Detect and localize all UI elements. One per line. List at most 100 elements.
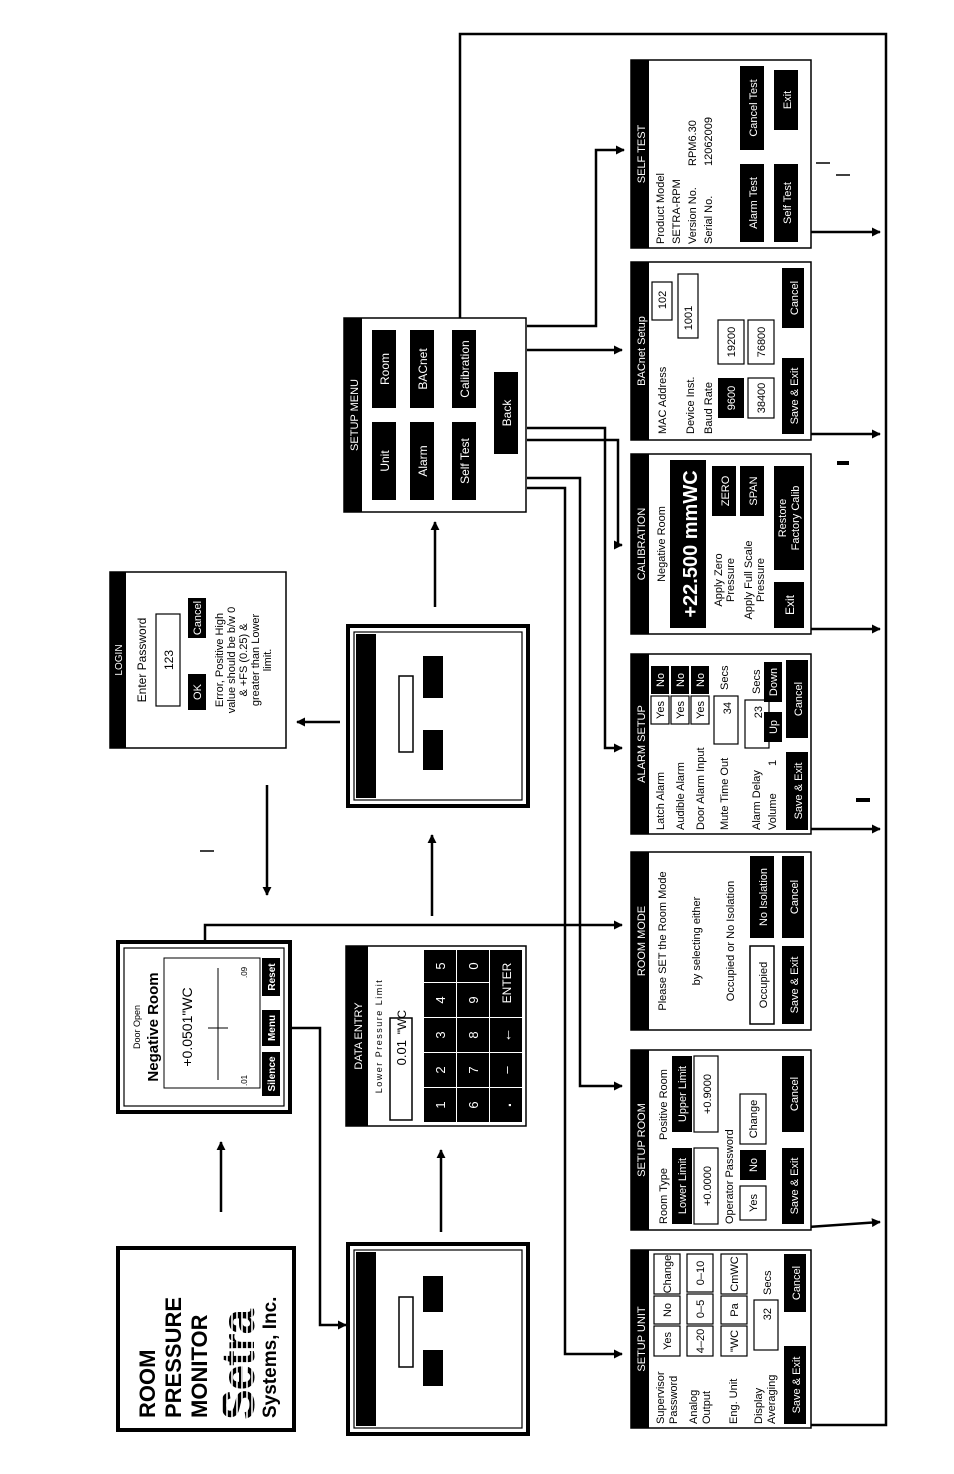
baud-76800-label: 76800 (756, 327, 768, 358)
baud-38400-option[interactable] (747, 377, 775, 419)
alarm-save-exit-button[interactable]: Save & Exit (786, 752, 808, 830)
mute-time-field[interactable] (713, 695, 739, 745)
room-cancel-button[interactable]: Cancel (782, 1056, 804, 1132)
door-status: Door Open (132, 1005, 142, 1049)
key-0[interactable] (457, 950, 489, 982)
key-3[interactable] (424, 1018, 456, 1052)
baud-76800-option[interactable] (747, 319, 775, 365)
no-isolation-button[interactable]: No Isolation (750, 856, 774, 938)
self-test-button[interactable]: Self Test (452, 422, 476, 500)
alarm-cancel-button[interactable]: Cancel (786, 660, 808, 738)
baud-38400-label: 38400 (756, 383, 768, 414)
key-0-label: 0 (466, 962, 481, 969)
audible-no-option[interactable]: No (671, 666, 689, 694)
volume-down-button[interactable]: Down (764, 662, 782, 702)
lower-limit-button[interactable]: Lower Limit (672, 1148, 692, 1224)
bacnet-save-exit-button[interactable]: Save & Exit (782, 358, 804, 434)
device-inst-field[interactable] (677, 273, 699, 339)
door-no-option[interactable]: No (691, 666, 709, 694)
calibration-button[interactable]: Calibration (452, 330, 476, 408)
scale-min: .01 (240, 1074, 249, 1086)
upper-limit-button[interactable]: Upper Limit (672, 1056, 692, 1132)
analog-0-10-option[interactable] (686, 1253, 714, 1293)
analog-4-20-option[interactable] (686, 1325, 714, 1357)
unit-yes-option[interactable] (653, 1325, 681, 1357)
data-entry-field[interactable] (389, 1017, 413, 1121)
password-field[interactable] (155, 613, 181, 707)
reset-button[interactable]: Reset (262, 958, 280, 996)
room-no-option[interactable]: No (740, 1150, 766, 1180)
key-1[interactable] (424, 1088, 456, 1122)
room-yes-option[interactable] (739, 1185, 767, 1221)
unit-pa-option[interactable] (720, 1295, 748, 1325)
key-minus[interactable] (490, 1053, 522, 1087)
splash-screen: ROOM PRESSURE MONITOR Setra Systems, Inc… (116, 1246, 296, 1432)
analog-line-1: Analog (688, 1390, 700, 1424)
key-2[interactable] (424, 1053, 456, 1087)
self-test-exit-button[interactable]: Exit (774, 70, 798, 130)
ok-button[interactable]: OK (188, 674, 206, 710)
screen-icon-top (346, 624, 530, 808)
restore-factory-button[interactable]: Restore Factory Calib (774, 466, 804, 570)
averaging-field[interactable] (753, 1299, 779, 1351)
analog-0-5-option[interactable] (686, 1293, 714, 1325)
device-inst-label: Device Inst. (685, 377, 697, 434)
latch-no-option[interactable]: No (651, 666, 669, 694)
key-4[interactable] (424, 983, 456, 1017)
room-change-option[interactable] (739, 1093, 767, 1145)
baud-9600-option[interactable]: 9600 (718, 378, 744, 418)
latch-yes-option[interactable] (650, 695, 670, 725)
span-line-1: Apply Full Scale (743, 541, 755, 620)
room-save-exit-button[interactable]: Save & Exit (782, 1148, 804, 1224)
key-9[interactable] (457, 983, 489, 1017)
unit-wc-option[interactable] (720, 1325, 748, 1357)
key-minus-label: – (499, 1066, 514, 1074)
back-button[interactable]: Back (494, 372, 518, 454)
room-button[interactable]: Room (372, 330, 396, 408)
menu-button[interactable]: Menu (262, 1010, 280, 1046)
key-8[interactable] (457, 1018, 489, 1052)
baud-19200-option[interactable] (717, 319, 745, 365)
key-enter[interactable] (490, 950, 522, 1017)
door-yes-option[interactable] (690, 695, 710, 725)
upper-limit-field[interactable] (693, 1055, 719, 1133)
calibration-exit-button[interactable]: Exit (774, 582, 804, 628)
run-self-test-button[interactable]: Self Test (774, 164, 798, 242)
unit-cancel-button[interactable]: Cancel (784, 1254, 806, 1312)
span-line-2: Pressure (755, 558, 767, 602)
span-button[interactable]: SPAN (740, 466, 764, 516)
cancel-test-button[interactable]: Cancel Test (740, 66, 764, 150)
averaging-value: 32 (762, 1308, 774, 1320)
unit-change-option[interactable] (653, 1253, 681, 1295)
occupied-button[interactable] (749, 945, 775, 1025)
key-7[interactable] (457, 1053, 489, 1087)
room-btn-label: Room (378, 353, 392, 385)
key-decimal[interactable] (490, 1088, 522, 1122)
login-cancel-button[interactable]: Cancel (188, 598, 206, 638)
silence-button[interactable]: Silence (262, 1052, 280, 1096)
mode-save-exit-button[interactable]: Save & Exit (782, 946, 804, 1024)
bacnet-label: BACnet (416, 348, 430, 390)
alarm-button[interactable]: Alarm (410, 422, 434, 500)
zero-line-2: Pressure (725, 558, 737, 602)
unit-cmwc-option[interactable] (720, 1253, 748, 1295)
unit-no-option[interactable] (653, 1295, 681, 1325)
key-6[interactable] (457, 1088, 489, 1122)
audible-yes-option[interactable] (670, 695, 690, 725)
unit-button[interactable]: Unit (372, 422, 396, 500)
key-5[interactable] (424, 950, 456, 982)
mode-cancel-button[interactable]: Cancel (782, 856, 804, 938)
zero-button[interactable]: ZERO (712, 466, 736, 516)
volume-up-button[interactable]: Up (764, 712, 782, 742)
mac-address-field[interactable] (651, 281, 673, 321)
serial-label: Serial No. (703, 196, 715, 244)
alarm-test-button[interactable]: Alarm Test (740, 164, 764, 242)
lower-limit-field[interactable] (693, 1147, 719, 1225)
key-backspace[interactable] (490, 1018, 522, 1052)
unit-save-exit-button[interactable]: Save & Exit (784, 1346, 806, 1424)
splash-title-line-2: PRESSURE (161, 1297, 186, 1418)
bacnet-cancel-button[interactable]: Cancel (782, 268, 804, 328)
main-screen: Door Open Negative Room +0.0501"WC .09 .… (116, 940, 292, 1114)
bacnet-cancel-label: Cancel (789, 281, 801, 315)
bacnet-button[interactable]: BACnet (410, 330, 434, 408)
